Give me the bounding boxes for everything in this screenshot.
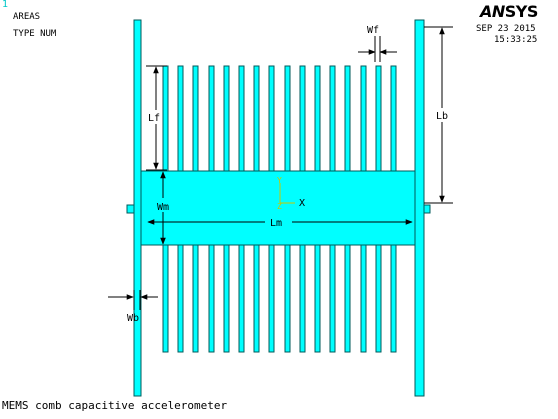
comb-finger-bottom <box>284 243 291 353</box>
support-beam-right <box>414 19 425 397</box>
comb-finger-bottom <box>390 243 397 353</box>
comb-finger-top <box>284 65 291 172</box>
comb-finger-top <box>268 65 275 172</box>
comb-finger-top <box>299 65 306 172</box>
comb-finger-bottom <box>314 243 321 353</box>
logo-suffix: SYS <box>504 2 539 21</box>
comb-finger-bottom <box>177 243 184 353</box>
comb-finger-bottom <box>208 243 215 353</box>
comb-finger-bottom <box>268 243 275 353</box>
comb-finger-top <box>375 65 382 172</box>
comb-finger-bottom <box>329 243 336 353</box>
comb-finger-top <box>223 65 230 172</box>
plot-label: AREAS <box>13 12 41 22</box>
logo-prefix: AN <box>480 2 505 21</box>
comb-finger-top <box>329 65 336 172</box>
comb-finger-top <box>390 65 397 172</box>
comb-finger-bottom <box>238 243 245 353</box>
comb-finger-bottom <box>223 243 230 353</box>
comb-finger-bottom <box>360 243 367 353</box>
comb-finger-top <box>344 65 351 172</box>
comb-finger-top <box>253 65 260 172</box>
plot-date: SEP 23 2015 <box>476 24 536 34</box>
dim-label-lb: Lb <box>436 111 448 122</box>
comb-finger-top <box>192 65 199 172</box>
ansys-logo: ANSYS <box>480 2 538 21</box>
areas-group <box>126 19 431 397</box>
dim-label-wm: Wm <box>157 202 169 213</box>
comb-finger-bottom <box>253 243 260 353</box>
window-number: 1 <box>2 0 9 10</box>
proof-mass <box>140 170 416 246</box>
comb-finger-top <box>208 65 215 172</box>
comb-finger-bottom <box>375 243 382 353</box>
comb-finger-top <box>360 65 367 172</box>
plot-time: 15:33:25 <box>494 35 538 45</box>
comb-finger-bottom <box>299 243 306 353</box>
comb-finger-top <box>238 65 245 172</box>
plot-title: MEMS comb capacitive accelerometer <box>2 399 228 412</box>
numbering-label: TYPE NUM <box>13 29 57 39</box>
support-beam-left <box>133 19 142 397</box>
dim-label-wb: Wb <box>127 313 139 324</box>
comb-finger-top <box>162 65 169 172</box>
comb-finger-bottom <box>162 243 169 353</box>
dim-label-lm: Lm <box>270 218 282 229</box>
comb-finger-bottom <box>344 243 351 353</box>
comb-finger-bottom <box>192 243 199 353</box>
triad-y-label: Y <box>277 176 282 185</box>
comb-finger-top <box>314 65 321 172</box>
triad-z-label: Z <box>277 202 282 211</box>
dimension-annotations <box>108 26 453 310</box>
coordinate-triad: X Y Z <box>277 176 305 211</box>
comb-finger-top <box>177 65 184 172</box>
dim-label-wf: Wf <box>367 25 379 36</box>
dim-label-lf: Lf <box>148 113 160 124</box>
triad-x-label: X <box>299 198 305 209</box>
